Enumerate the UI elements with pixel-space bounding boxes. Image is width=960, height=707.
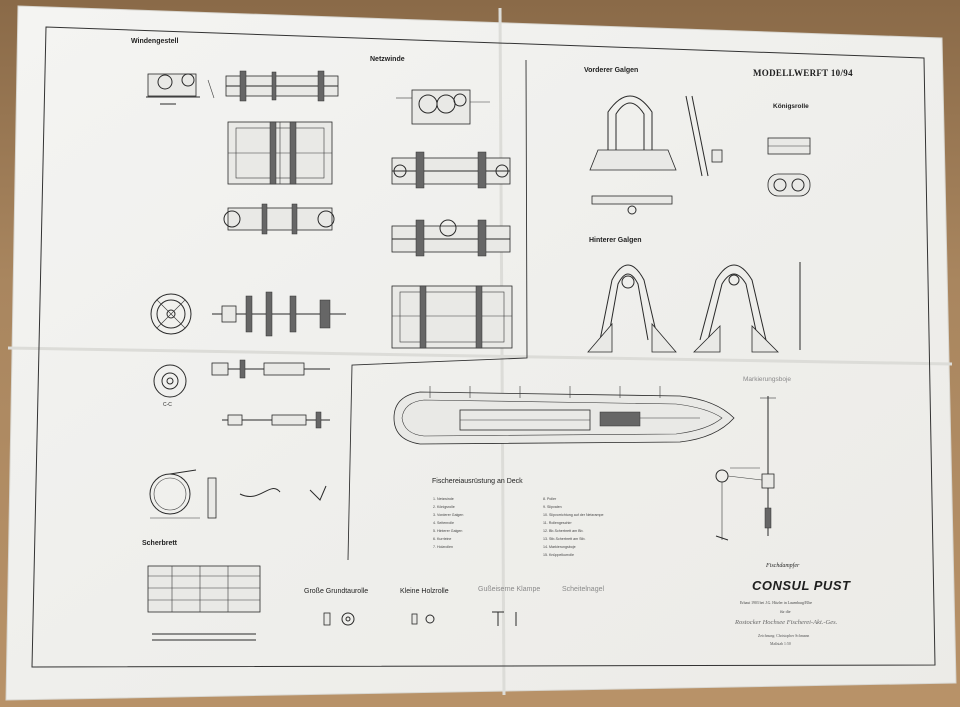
- legend-item: 8. Poller: [543, 497, 557, 501]
- legend-item: 15. Knüppelkurrolle: [543, 553, 574, 557]
- section-cc-wheel: [153, 364, 187, 398]
- windengestell-end-view: [223, 203, 335, 235]
- holzrolle-drawing: [411, 613, 435, 625]
- legend-item: 7. Holzrollen: [433, 545, 453, 549]
- ship-deck-plan: [393, 386, 735, 445]
- legend-item: 3. Vorderer Galgen: [433, 513, 464, 517]
- vorderer-galgen-title: Vorderer Galgen: [584, 67, 639, 74]
- shaft-side-2: [222, 411, 330, 429]
- windengestell-top-view: [225, 70, 339, 102]
- outer-border: [31, 26, 936, 668]
- legend-item: 4. Seitenrolle: [433, 521, 454, 525]
- scherbrett-drawing: [147, 565, 261, 641]
- windengestell-plan-view: [227, 121, 333, 185]
- horizontal-fold: [7, 346, 953, 366]
- scherbrett-title: Scherbrett: [142, 540, 178, 547]
- title-ship-name: CONSUL PUST: [752, 578, 851, 593]
- shaft-side-1: [211, 359, 330, 379]
- title-line3: Zeichnung: Christopher Schmann: [758, 634, 810, 638]
- windengestell-title: Windengestell: [131, 38, 179, 45]
- legend-right: 8. Poller 9. Slipvalen 10. Slipvorrichtu…: [543, 497, 653, 561]
- legend-left: 1. Netzwinde 2. Königsrolle 3. Vorderer …: [433, 497, 533, 553]
- koenigsrolle-drawing: [767, 137, 811, 197]
- windengestell-side-view: [146, 73, 215, 105]
- shaft-assembly: [212, 291, 346, 337]
- drum-wheel: [150, 293, 192, 335]
- legend-item: 13. Stb-Scherbrett am Stb.: [543, 537, 586, 541]
- magazine-mark: MODELLWERFT 10/94: [753, 68, 853, 78]
- legend-item: 5. Hinterer Galgen: [433, 529, 463, 533]
- vorderer-galgen-drawing: [589, 95, 723, 215]
- grundtaurolle-drawing: [323, 612, 355, 626]
- legend-item: 1. Netzwinde: [433, 497, 454, 501]
- klampe-drawing: [492, 611, 517, 626]
- netzwinde-title: Netzwinde: [370, 56, 405, 63]
- title-owner: Rostocker Hochsee Fischerei-Akt.-Ges.: [735, 619, 838, 626]
- drum-detail: [149, 469, 327, 519]
- netzwinde-plan-view: [391, 285, 513, 349]
- netzwinde-top-view-2: [391, 219, 511, 257]
- title-line1: Erbaut 1903 bei J.G. Hitzler in Lauenbur…: [740, 601, 813, 605]
- hinterer-galgen-drawing: [587, 262, 801, 353]
- markierungsboje-drawing: [715, 396, 776, 541]
- markierungsboje-title: Markierungsboje: [743, 376, 792, 383]
- vertical-fold: [498, 7, 506, 696]
- koenigsrolle-title: Königsrolle: [773, 103, 809, 110]
- scheitel-label: Scheitelnagel: [562, 586, 605, 593]
- fischereiausruestung-title: Fischereiausrüstung an Deck: [432, 478, 523, 485]
- legend-item: 11. Rollengeschirr: [543, 521, 572, 525]
- netzwinde-side-view: [396, 89, 490, 125]
- legend-item: 14. Markierungsboje: [543, 545, 576, 549]
- hinterer-galgen-title: Hinterer Galgen: [589, 237, 642, 244]
- kleine-holzrolle-label: Kleine Holzrolle: [400, 588, 449, 595]
- legend-item: 9. Slipvalen: [543, 505, 562, 509]
- title-line4: Maßstab 1:50: [770, 642, 791, 646]
- upper-right-frame: [347, 59, 528, 561]
- legend-item: 12. Bb-Scherbrett am Bb.: [543, 529, 584, 533]
- legend-item: 6. Kurrleine: [433, 537, 452, 541]
- netzwinde-top-view-1: [391, 151, 511, 189]
- grosse-grundtaurolle-label: Große Grundtaurolle: [304, 588, 369, 595]
- gusseiserne-klampe-label: Gußeiserne Klampe: [478, 586, 541, 593]
- title-type: Fischdampfer: [766, 563, 800, 569]
- legend-item: 2. Königsrolle: [433, 505, 455, 509]
- title-line2: für die: [780, 609, 791, 614]
- section-cc-label: C-C: [163, 402, 172, 408]
- legend-item: 10. Slipvorrichtung auf der Netzrampe: [543, 513, 604, 517]
